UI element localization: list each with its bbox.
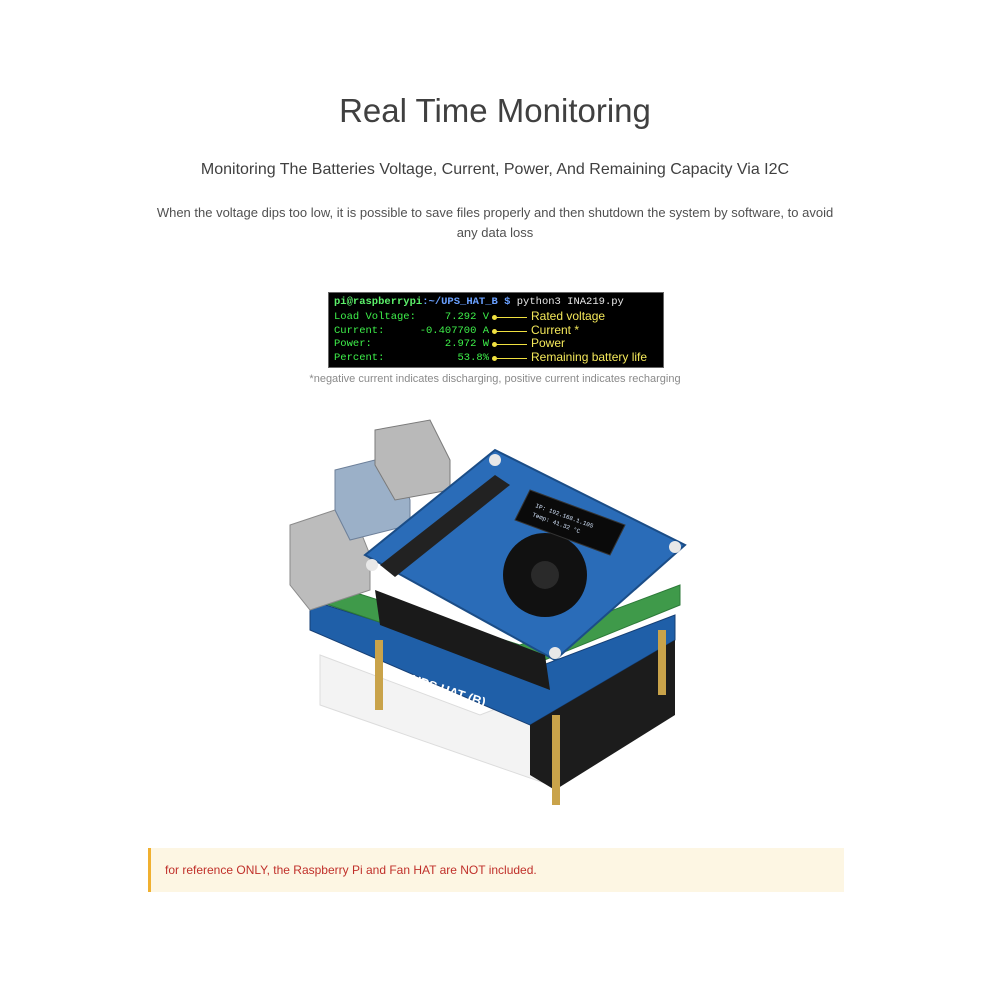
reference-warning: for reference ONLY, the Raspberry Pi and…: [148, 848, 844, 892]
mounting-hole: [549, 647, 561, 659]
standoff: [658, 630, 666, 695]
battery-pack: [530, 640, 675, 790]
page-title: Real Time Monitoring: [339, 92, 651, 129]
mounting-hole: [366, 559, 378, 571]
annotation-connector: [495, 344, 527, 345]
annotation-dot: [492, 342, 497, 347]
reference-warning-text: for reference ONLY, the Raspberry Pi and…: [165, 863, 537, 877]
prompt-path: :~/UPS_HAT_B $: [422, 296, 511, 308]
terminal-value-current: -0.407700 A: [419, 325, 489, 337]
terminal-value-voltage: 7.292 V: [444, 311, 489, 323]
annotation-connector: [495, 331, 527, 332]
annotation-dot: [492, 315, 497, 320]
gpio-header: [380, 475, 510, 577]
terminal-label-current: Current:: [334, 325, 385, 337]
standoff: [552, 715, 560, 805]
standoff: [375, 640, 383, 710]
annotation-dot: [492, 356, 497, 361]
gpio-header-side: [375, 590, 550, 690]
terminal-prompt-line: pi@raspberrypi:~/UPS_HAT_B $ python3 INA…: [334, 296, 624, 309]
terminal-value-power: 2.972 W: [444, 338, 489, 350]
page-subtitle: Monitoring The Batteries Voltage, Curren…: [200, 161, 790, 178]
mounting-hole: [669, 541, 681, 553]
terminal-label-power: Power:: [334, 338, 372, 350]
prompt-command: python3 INA219.py: [510, 296, 624, 308]
current-sign-note: *negative current indicates discharging,…: [309, 373, 681, 385]
annotation-connector: [495, 317, 527, 318]
mounting-hole: [489, 454, 501, 466]
fan-hub: [531, 561, 559, 589]
annotation-connector: [495, 358, 527, 359]
product-photo: UPS HAT (B) IP: 192.168.1.105 Temp: 41.3…: [289, 419, 687, 805]
terminal-label-percent: Percent:: [334, 352, 385, 364]
annotation-remaining-battery: Remaining battery life: [531, 350, 648, 364]
oled-display: [514, 489, 626, 556]
annotation-power: Power: [531, 336, 566, 350]
prompt-user: pi@raspberrypi: [334, 296, 423, 308]
annotation-rated-voltage: Rated voltage: [531, 309, 606, 323]
description-text: When the voltage dips too low, it is pos…: [156, 205, 834, 240]
annotation-dot: [492, 329, 497, 334]
terminal-label-voltage: Load Voltage:: [334, 311, 416, 323]
terminal-output: pi@raspberrypi:~/UPS_HAT_B $ python3 INA…: [328, 292, 664, 368]
annotation-current: Current *: [531, 323, 580, 337]
terminal-value-percent: 53.8%: [457, 352, 489, 364]
